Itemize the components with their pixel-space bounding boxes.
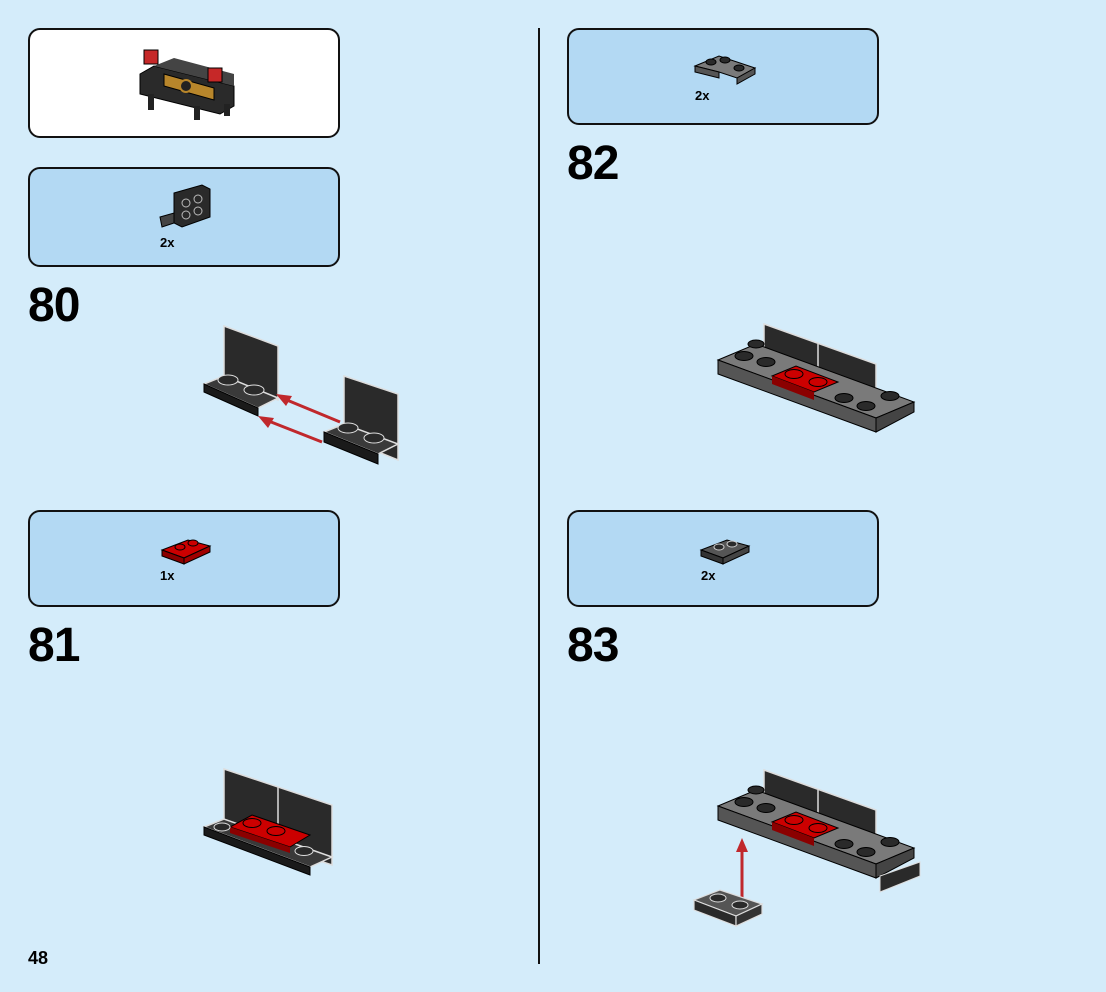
parts-list-step-83: 2x (567, 510, 879, 607)
parts-list-step-81: 1x (28, 510, 340, 607)
page-number: 48 (28, 948, 49, 968)
gray-corner-plate-part-icon (693, 55, 757, 85)
step-number-83: 83 (567, 619, 619, 672)
angle-plate-part-icon (159, 184, 211, 228)
dark-gray-plate-part-icon (699, 539, 751, 565)
step-number-82: 82 (567, 137, 619, 190)
parts-list-step-82: 2x (567, 28, 879, 125)
part-quantity: 2x (160, 235, 175, 250)
part-quantity: 2x (695, 88, 710, 103)
subassembly-model-image (139, 49, 235, 120)
step-80-assembly-image (202, 324, 400, 465)
step-number-81: 81 (28, 619, 80, 672)
part-quantity: 1x (160, 568, 175, 583)
step-number-80: 80 (28, 279, 80, 332)
subassembly-callout (28, 28, 340, 138)
part-quantity: 2x (701, 568, 716, 583)
column-divider (538, 28, 540, 964)
step-82-assembly-image (716, 322, 916, 433)
step-83-assembly-image (692, 768, 921, 927)
red-plate-part-icon (160, 539, 212, 565)
parts-list-step-80: 2x (28, 167, 340, 267)
step-81-assembly-image (201, 767, 335, 876)
